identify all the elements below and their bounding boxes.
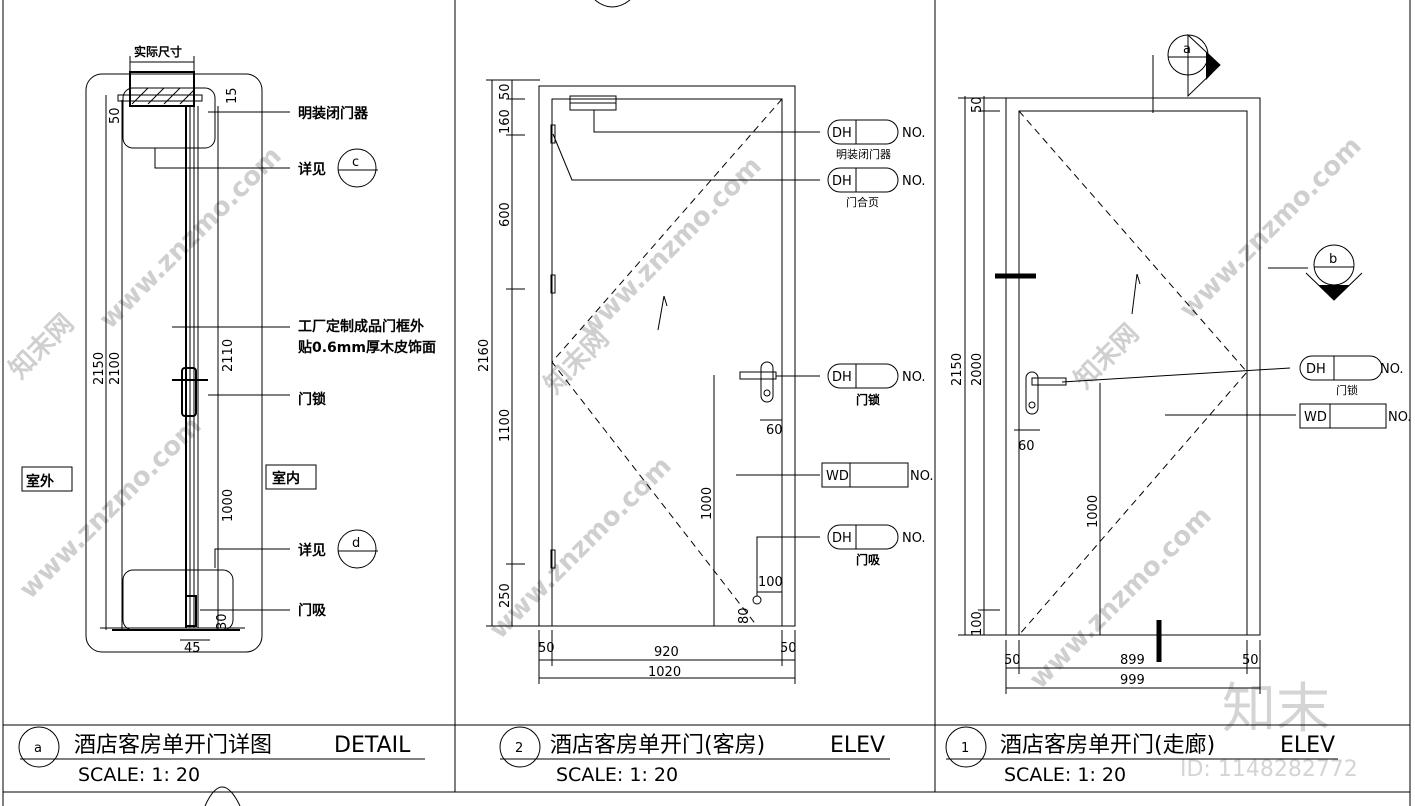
detail-d-label: 详见 [298,542,326,559]
detail-c-bubble-label: c [352,155,359,170]
tag-no-wd: NO. [910,469,934,484]
dim-h50b-corr: 50 [1242,653,1259,668]
dim-v1000-corr: 1000 [1086,495,1101,528]
title-1-text: 酒店客房单开门(走廊) [1000,733,1215,758]
tag-dh-hinge: DH [832,174,852,189]
dim-45: 45 [184,641,201,656]
tag-dh-closer: DH [832,126,852,141]
watermark-text: www.znzmo.com [484,451,678,645]
watermark-text: www.znzmo.com [14,411,208,605]
dim-v50-corr: 50 [970,96,985,113]
title-2-scale: SCALE: 1: 20 [556,764,678,786]
dim-v2160: 2160 [477,339,492,372]
title-a-tag: a [34,741,42,756]
title-block-1: 1 酒店客房单开门(走廊) ELEV SCALE: 1: 20 [945,726,1338,786]
title-1-scale: SCALE: 1: 20 [1004,764,1126,786]
dim-2150: 2150 [92,352,107,385]
dim-h80: 80 [737,607,752,624]
watermark-text: www.znzmo.com [94,141,288,335]
outside-label: 室外 [26,473,54,490]
title-1-tag: 1 [961,741,969,756]
title-block-a: a 酒店客房单开门详图 DETAIL SCALE: 1: 20 [18,726,425,786]
dim-v1100: 1100 [498,409,513,442]
title-a-text: 酒店客房单开门详图 [74,733,272,758]
panel-a-detail: 实际尺寸 2150 2100 50 15 2110 1000 30 45 明装闭… [21,44,436,656]
title-a-scale: SCALE: 1: 20 [78,764,200,786]
watermark-brand-logo: 知末 [1222,677,1330,740]
detail-c-label: 详见 [298,161,326,178]
dim-v250: 250 [498,583,513,608]
watermark-brand-cn: 知末网 [4,309,80,385]
dim-v100-corr: 100 [970,611,985,636]
frame-note-line-1: 工厂定制成品门框外 [298,318,424,335]
tag-hinge-caption: 门合页 [846,195,879,209]
dim-v160: 160 [498,109,513,134]
dim-h920: 920 [654,645,679,660]
panel-1-elevation: a b 50 2150 2000 100 1000 60 50 899 50 9… [950,33,1412,694]
detail-c-bubble [337,148,377,188]
dim-15: 15 [225,87,240,104]
dim-2100: 2100 [108,352,123,385]
tag-lock-caption-corr: 门锁 [1336,383,1358,397]
tag-no-lock: NO. [902,370,926,385]
tag-no-wd-corr: NO. [1388,410,1412,425]
dim-h100: 100 [758,575,783,590]
dim-h50b: 50 [780,641,797,656]
dim-v50: 50 [498,83,513,100]
dim-v600: 600 [498,202,513,227]
dim-h60: 60 [766,423,783,438]
lock-label: 门锁 [298,391,326,408]
stopper-label: 门吸 [298,602,327,619]
watermark-layer: www.znzmo.com www.znzmo.com www.znzmo.co… [4,131,1368,782]
tag-dh-lock: DH [832,370,852,385]
watermark-brand-cn: 知末网 [1069,319,1145,395]
frame-note-line-2: 贴0.6mm厚木皮饰面 [298,339,436,356]
closer-label: 明装闭门器 [298,105,369,122]
title-2-suffix: ELEV [830,733,885,758]
watermark-id-label: ID: 1148282772 [1180,757,1358,782]
watermark-brand-cn: 知末网 [539,324,615,400]
tag-closer-caption: 明装闭门器 [836,147,891,161]
dim-v2000-corr: 2000 [970,353,985,386]
detail-d-bubble-label: d [352,536,360,551]
section-b-label: b [1329,252,1337,267]
tag-no-closer: NO. [902,126,926,141]
title-2-tag: 2 [515,741,523,756]
dim-h50a: 50 [538,641,555,656]
tag-no-hinge: NO. [902,174,926,189]
title-a-suffix: DETAIL [334,733,411,758]
tag-lock-caption: 门锁 [856,392,880,407]
tag-wd: WD [826,469,849,484]
dim-h60-corr: 60 [1018,439,1035,454]
inside-label: 室内 [272,470,300,487]
tag-stopper-caption: 门吸 [856,552,881,567]
dim-v2150-corr: 2150 [950,353,965,386]
title-2-text: 酒店客房单开门(客房) [550,733,765,758]
dim-h899-corr: 899 [1120,653,1145,668]
actual-size-label: 实际尺寸 [134,44,182,59]
dim-50: 50 [108,107,123,124]
dim-2110: 2110 [221,339,236,372]
dim-h999-corr: 999 [1120,673,1145,688]
tag-dh-stopper: DH [832,531,852,546]
dim-v1000: 1000 [700,487,715,520]
dim-h50a-corr: 50 [1004,653,1021,668]
tag-dh-lock-corr: DH [1306,362,1326,377]
section-a-label: a [1183,42,1191,57]
dim-h1020: 1020 [648,665,681,680]
title-1-suffix: ELEV [1280,733,1335,758]
detail-d-bubble [337,529,377,569]
panel-2-elevation: 50 160 600 1100 250 2160 1000 60 100 80 … [477,79,934,684]
title-block-2: 2 酒店客房单开门(客房) ELEV SCALE: 1: 20 [499,726,890,786]
dim-30: 30 [215,613,230,630]
tag-wd-corr: WD [1304,410,1327,425]
tag-no-stopper: NO. [902,531,926,546]
dim-1000: 1000 [221,489,236,522]
tag-no-lock-corr: NO. [1380,362,1404,377]
